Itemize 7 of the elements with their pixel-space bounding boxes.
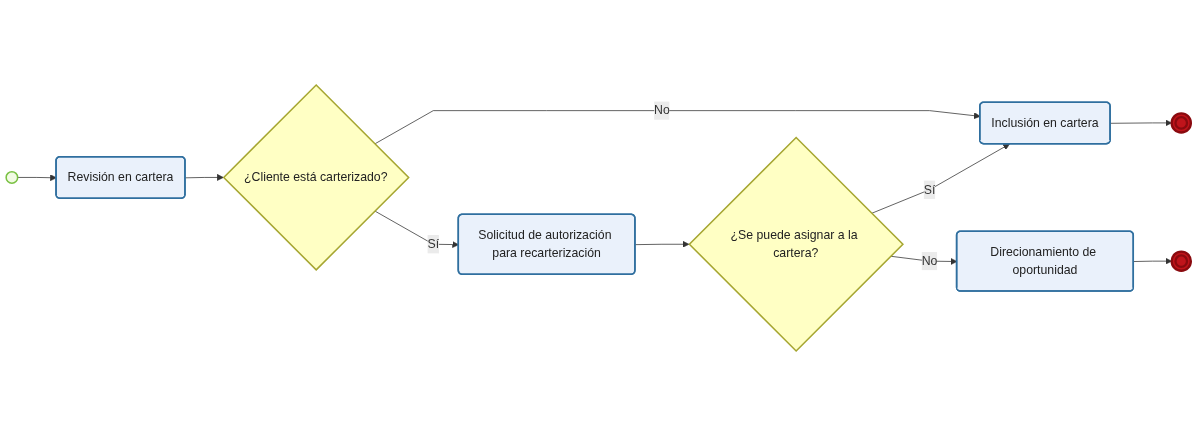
node-circle	[5, 170, 19, 184]
edge-label: Sí	[923, 182, 936, 196]
node-diamond: ¿Cliente está carterizado?	[222, 83, 410, 271]
edge-label: No	[654, 103, 670, 117]
edge-label: No	[921, 254, 938, 268]
node-diamond: ¿Se puede asignar a la cartera?	[688, 136, 904, 353]
edge-label: Sí	[427, 237, 440, 251]
